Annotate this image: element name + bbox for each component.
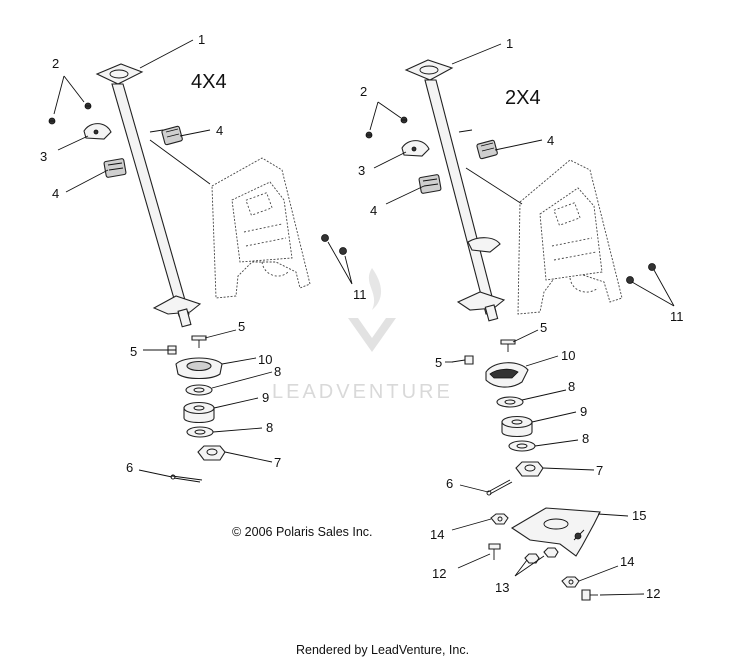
callouts-left: 1 2 3 4 4 11 5 5 10 8 9 8 7 6 <box>40 32 367 475</box>
bushing-4-right-upper <box>476 139 498 160</box>
watermark-logo-icon <box>348 318 396 352</box>
bushing-9-left <box>183 401 215 424</box>
bolt-5-right-a <box>500 339 516 352</box>
cotter-pin-6-left <box>170 474 203 483</box>
callout-label: 3 <box>358 163 365 178</box>
frame-outline-left <box>211 157 311 299</box>
callout-label: 14 <box>430 527 444 542</box>
callout-label: 9 <box>580 404 587 419</box>
nut-14-right-upper <box>490 513 509 525</box>
frame-outline-right <box>517 159 623 315</box>
bearing-housing-10-right <box>485 362 529 388</box>
callout-label: 1 <box>198 32 205 47</box>
callout-label: 13 <box>495 580 509 595</box>
bushing-4-left-upper <box>161 125 183 146</box>
callout-label: 12 <box>646 586 660 601</box>
bushing-9-right <box>501 415 533 438</box>
bolt-2-right-b <box>400 116 408 124</box>
leaders-left <box>53 39 353 478</box>
steering-column-right <box>404 59 506 322</box>
bolt-12-right-upper <box>488 543 501 560</box>
washer-8-left-upper <box>185 384 213 396</box>
callout-label: 8 <box>568 379 575 394</box>
watermark: LEADVENTURE <box>272 268 453 403</box>
footer-text: Rendered by LeadVenture, Inc. <box>296 643 469 657</box>
callout-label: 11 <box>353 287 367 302</box>
callout-label: 7 <box>596 463 603 478</box>
callout-label: 9 <box>262 390 269 405</box>
callouts-right: 1 2 3 4 4 11 5 5 10 8 9 8 7 6 15 14 12 1… <box>358 36 684 601</box>
callout-label: 8 <box>274 364 281 379</box>
callout-label: 5 <box>238 319 245 334</box>
leaders-right <box>369 43 675 596</box>
bushing-4-left-lower <box>103 158 127 178</box>
bolt-2-left-a <box>48 117 56 125</box>
callout-label: 10 <box>561 348 575 363</box>
callout-label: 6 <box>446 476 453 491</box>
callout-label: 3 <box>40 149 47 164</box>
nut-7-right <box>515 461 544 477</box>
callout-label: 14 <box>620 554 634 569</box>
nut-14-right-lower <box>561 576 580 588</box>
callout-label: 1 <box>506 36 513 51</box>
nut-7-left <box>197 445 226 461</box>
washer-8-right-upper <box>496 396 524 408</box>
bolt-2-right-a <box>365 131 373 139</box>
clamp-3-right <box>401 140 430 157</box>
nut-13-right <box>524 547 559 564</box>
bolt-12-right-lower <box>581 589 598 601</box>
callout-label: 7 <box>274 455 281 470</box>
copyright-text: © 2006 Polaris Sales Inc. <box>232 525 373 539</box>
cotter-pin-6-right <box>486 479 513 496</box>
nut-11-left <box>321 234 347 255</box>
callout-label: 5 <box>540 320 547 335</box>
callout-label: 12 <box>432 566 446 581</box>
view-title-2x4: 2X4 <box>505 87 541 109</box>
callout-label: 10 <box>258 352 272 367</box>
bracket-15-right <box>510 507 601 557</box>
clamp-3-left <box>83 123 112 140</box>
callout-label: 8 <box>582 431 589 446</box>
view-2x4: 2X4 <box>358 36 684 601</box>
callout-label: 5 <box>435 355 442 370</box>
view-title-4x4: 4X4 <box>191 71 227 93</box>
watermark-flame-icon <box>368 268 382 310</box>
bushing-4-right-lower <box>418 174 442 194</box>
washer-8-left-lower <box>186 426 214 438</box>
bolt-5-left-a <box>191 335 207 348</box>
steering-column-left <box>95 63 202 328</box>
callout-label: 4 <box>547 133 554 148</box>
callout-label: 4 <box>52 186 59 201</box>
callout-label: 15 <box>632 508 646 523</box>
watermark-text: LEADVENTURE <box>272 381 453 403</box>
bolt-5-right-b <box>451 355 474 365</box>
bearing-housing-10-left <box>175 357 223 380</box>
callout-label: 8 <box>266 420 273 435</box>
washer-8-right-lower <box>508 440 536 452</box>
callout-label: 5 <box>130 344 137 359</box>
bolt-2-left-b <box>84 102 92 110</box>
callout-label: 2 <box>52 56 59 71</box>
callout-label: 11 <box>670 309 684 324</box>
callout-label: 2 <box>360 84 367 99</box>
callout-label: 4 <box>370 203 377 218</box>
view-4x4: 4X4 <box>40 32 367 483</box>
callout-label: 6 <box>126 460 133 475</box>
callout-label: 4 <box>216 123 223 138</box>
nut-11-right <box>626 263 656 284</box>
